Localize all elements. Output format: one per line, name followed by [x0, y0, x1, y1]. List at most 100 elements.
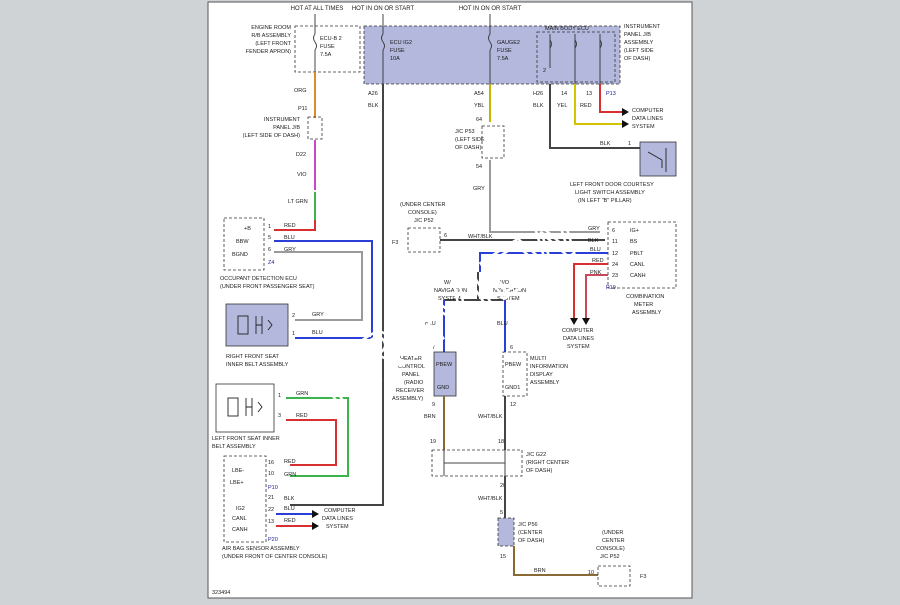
- engine-room-label: FENDER APRON): [246, 49, 291, 55]
- occupant-ecu-label: (UNDER FRONT PASSENGER SEAT): [220, 284, 315, 290]
- wire-label-whtblk: WHT/BLK: [478, 496, 503, 502]
- mid-label: ASSEMBLY: [530, 380, 560, 386]
- ipjb-label: INSTRUMENT: [264, 117, 301, 123]
- wire-label-red: RED: [296, 413, 308, 419]
- wire-red-canl: [573, 263, 608, 318]
- instrument-panel-jb-label: ASSEMBLY: [624, 40, 654, 46]
- wire-label-whtblk: WHT/BLK: [468, 234, 493, 240]
- jc-p56-box: [497, 517, 515, 547]
- terminal-lbep: LBE+: [230, 480, 244, 486]
- instrument-panel-jb-small: [307, 116, 323, 140]
- pin-14: 14: [561, 91, 567, 97]
- ucc2-label: (UNDER: [602, 530, 623, 536]
- wire-label-yel: YEL: [557, 103, 567, 109]
- wire-label-blu: BLU: [312, 330, 323, 336]
- wire-red-odecu: [274, 220, 316, 231]
- jc-g22-label: J/C G22: [526, 452, 546, 458]
- wire-label-red: RED: [580, 103, 592, 109]
- terminal-canl: CANL: [630, 262, 645, 268]
- jc-p53-label: J/C P53: [455, 129, 475, 135]
- heater-label: HEATER: [400, 356, 422, 362]
- fuse-gauge2-label: 7.5A: [497, 56, 509, 62]
- w-nav-label: NAVIGATION: [434, 288, 467, 294]
- pin-p10: P10: [268, 485, 278, 491]
- pin-1: 1: [268, 224, 271, 230]
- airbag-label: AIR BAG SENSOR ASSEMBLY: [222, 546, 300, 552]
- arrow-icon: [570, 318, 590, 325]
- pin-19: 19: [430, 439, 436, 445]
- ucc-label: (UNDER CENTER: [400, 202, 446, 208]
- pin-5: 5: [500, 510, 503, 516]
- instrument-panel-jb-label: PANEL J/B: [624, 32, 651, 38]
- mid-label: INFORMATION: [530, 364, 568, 370]
- w-nav-label: SYSTEM: [438, 296, 461, 302]
- lfs-label: LEFT FRONT SEAT INNER: [212, 436, 280, 442]
- wire-label-blk: BLK: [533, 103, 544, 109]
- pin-64: 64: [476, 117, 482, 123]
- pin-z4: Z4: [268, 260, 274, 266]
- cdl-label: DATA LINES: [632, 116, 663, 122]
- wire-label-blu: BLU: [284, 506, 295, 512]
- jc-p53-label: (LEFT SIDE: [455, 137, 485, 143]
- courtesy-switch-box: [639, 141, 677, 177]
- pin-12: 12: [612, 251, 618, 257]
- jc-p52-label: J/C P52: [414, 218, 434, 224]
- pin-5: 5: [268, 235, 271, 241]
- mid-box: [502, 351, 528, 397]
- pin-1: 1: [628, 141, 631, 147]
- pin-6: 6: [444, 233, 447, 239]
- pin-11: 11: [612, 239, 618, 245]
- wire-blu-odecu: [274, 240, 373, 339]
- fuse-gauge2-label: FUSE: [497, 48, 512, 54]
- pin-20: 20: [500, 483, 506, 489]
- jc-p52-box: [407, 227, 441, 253]
- wire-red-lfs: [286, 419, 337, 466]
- mid-label: DISPLAY: [530, 372, 553, 378]
- wire-label-blu: BLU: [425, 321, 436, 327]
- courtesy-label: LEFT FRONT DOOR COURTESY: [570, 182, 654, 188]
- pin-12: 12: [510, 402, 516, 408]
- pin-1: 1: [292, 331, 295, 337]
- cdl-label: COMPUTER: [562, 328, 594, 334]
- heater-label: RECEIVER: [396, 388, 424, 394]
- wire-label-pnk: PNK: [590, 270, 602, 276]
- wire-label-blu: BLU: [497, 321, 508, 327]
- pin-9: 9: [432, 402, 435, 408]
- instrument-panel-jb-label: OF DASH): [624, 56, 650, 62]
- heater-label: (RADIO: [404, 380, 424, 386]
- ucc2-label: CENTER: [602, 538, 625, 544]
- pin-10: 10: [588, 570, 594, 576]
- terminal-ig2: IG2: [236, 506, 245, 512]
- fuse-ecuig2-label: 10A: [390, 56, 400, 62]
- pin-p19: P19: [606, 285, 616, 291]
- pin-d22: D22: [296, 152, 306, 158]
- engine-room-label: ENGINE ROOM: [251, 25, 291, 31]
- wire-label-gry: GRY: [588, 226, 600, 232]
- wire-blu-pblt: [479, 252, 608, 272]
- jc-p56-label: J/C P56: [518, 522, 538, 528]
- w-nav-label: W/: [444, 280, 451, 286]
- wire-label-vio: VIO: [297, 172, 307, 178]
- wire-blk-courtesy: [549, 84, 640, 149]
- wire-label-grn: GRN: [284, 472, 296, 478]
- wire-label-grn: GRN: [296, 391, 308, 397]
- pin-2: 2: [543, 68, 546, 74]
- courtesy-label: (IN LEFT "B" PILLAR): [578, 198, 632, 204]
- rfs-label: RIGHT FRONT SEAT: [226, 354, 280, 360]
- pin-23: 23: [612, 273, 618, 279]
- ipjb-label: (LEFT SIDE OF DASH): [243, 133, 301, 139]
- fuse-gauge2-label: GAUGE2: [497, 40, 520, 46]
- fuse-ecub2-label: FUSE: [320, 44, 335, 50]
- wire-brn-low: [513, 546, 598, 576]
- terminal-b: +B: [244, 226, 251, 232]
- instrument-panel-jb-label: INSTRUMENT: [624, 24, 661, 30]
- engine-room-label: R/B ASSEMBLY: [251, 33, 291, 39]
- combo-label: METER: [634, 302, 653, 308]
- wire-yel: [574, 84, 622, 125]
- terminal-canh: CANH: [630, 273, 646, 279]
- occupant-ecu-label: OCCUPANT DETECTION ECU: [220, 276, 297, 282]
- wire-label-gry: GRY: [312, 312, 324, 318]
- airbag-label: (UNDER FRONT OF CENTER CONSOLE): [222, 554, 327, 560]
- wire-nav-split: [444, 272, 505, 301]
